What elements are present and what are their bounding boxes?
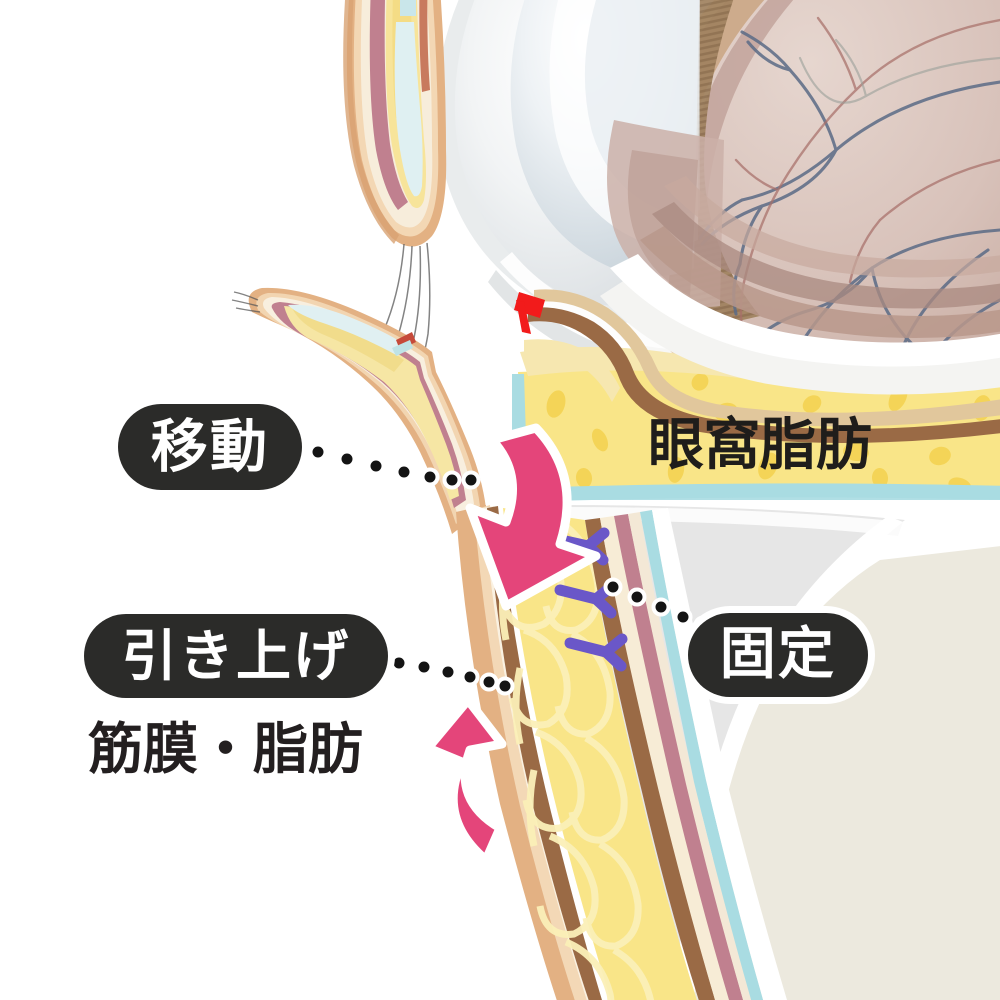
label-fixation: 固定	[688, 613, 868, 697]
suture-stitch	[564, 633, 628, 672]
arrow-move-down	[465, 423, 601, 611]
eyelashes-flap	[231, 291, 261, 313]
leader-dots-move	[308, 442, 481, 490]
orbital-bone-mass	[690, 546, 1000, 1000]
conjunctival-fornix	[520, 176, 1000, 443]
label-fascia-fat: 筋膜・脂肪	[88, 722, 363, 777]
label-move-pill: 移動	[118, 404, 302, 490]
arrow-pull-up	[423, 695, 507, 865]
incision-marker	[514, 292, 545, 334]
label-orbital-fat: 眼窩脂肪	[648, 418, 872, 474]
label-fascia-fat-text: 筋膜・脂肪	[88, 717, 364, 781]
repositioned-lid-flap	[231, 287, 486, 534]
upper-eyelid-cross-section	[343, 0, 447, 377]
label-fixation-pill: 固定	[688, 613, 868, 697]
leader-dots-pull	[389, 653, 515, 696]
label-orbital-fat-text: 眼窩脂肪	[648, 413, 872, 478]
label-pull-up-pill: 引き上げ	[84, 614, 388, 698]
label-pull-up: 引き上げ	[84, 614, 388, 698]
sutures-group	[546, 527, 628, 672]
label-move: 移動	[118, 404, 302, 490]
